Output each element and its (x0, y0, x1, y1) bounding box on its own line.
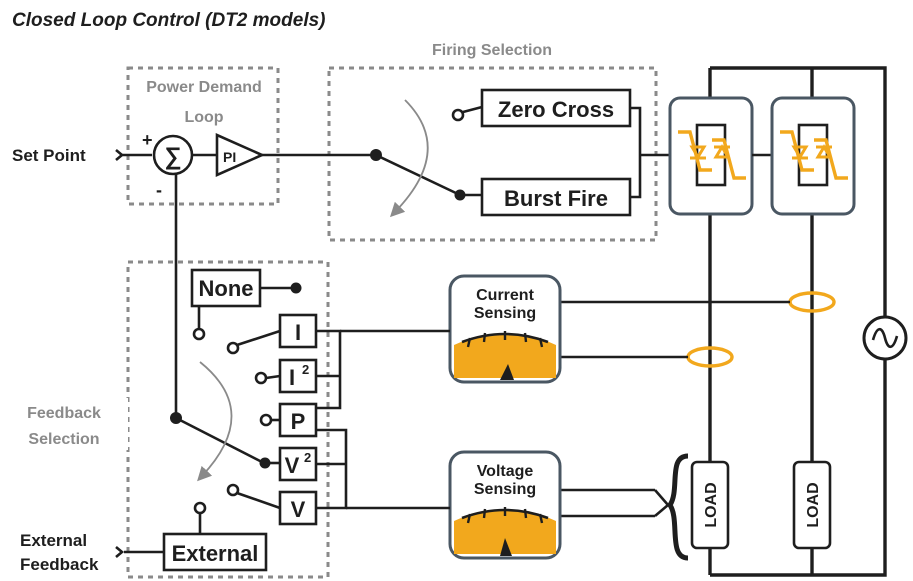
external-feedback-label-2: Feedback (20, 555, 99, 574)
external-box (162, 532, 268, 572)
thyristor-module-1 (668, 96, 754, 216)
load-brace (666, 453, 689, 561)
thyristor-icon (780, 130, 848, 180)
current-sensing-label: Current (476, 287, 534, 304)
feedback-selection-arrow-icon (197, 361, 233, 482)
feedback-switch-arm (175, 416, 263, 464)
top-power-rail (710, 66, 887, 318)
voltage-option-label: V (291, 497, 306, 522)
power-demand-loop-label: Power Demand (146, 79, 262, 96)
plus-sign: + (142, 130, 153, 150)
pi-label: PI (223, 149, 236, 165)
external-label: External (172, 541, 259, 566)
i2-contact (254, 371, 268, 385)
bottom-power-rail (710, 358, 887, 577)
voltage-sensing-label: Voltage (477, 463, 534, 480)
zero-cross-box (480, 88, 632, 128)
none-contact (192, 327, 206, 341)
voltage-squared-superscript: 2 (304, 450, 311, 465)
current-squared-option-label: I (289, 365, 295, 390)
load-1-label: LOAD (703, 482, 720, 527)
diagram-title: Closed Loop Control (DT2 models) (12, 10, 326, 31)
external-feedback-connector-icon (115, 546, 125, 558)
voltage-squared-option-label: V (285, 453, 300, 478)
external-feedback-label: External (20, 531, 87, 550)
current-sensing-meter: Current Sensing (448, 274, 562, 384)
current-squared-option-box (278, 358, 318, 394)
firing-selection-arrow-icon (389, 99, 429, 218)
voltage-sensing-label-2: Sensing (474, 481, 536, 498)
load-2-label: LOAD (805, 482, 822, 527)
current-option-label: I (295, 320, 301, 345)
voltage-sensing-meter: Voltage Sensing (448, 450, 562, 560)
sigma-symbol: ∑ (164, 143, 181, 170)
v-contact (226, 483, 240, 497)
load-2 (792, 460, 832, 550)
meter-icon (454, 331, 556, 380)
meter-icon (454, 507, 556, 556)
none-label: None (199, 276, 254, 301)
thyristor-icon (678, 130, 746, 180)
burst-fire-label: Burst Fire (504, 186, 608, 211)
burst-fire-box (480, 177, 632, 217)
firing-switch-arm (375, 153, 459, 196)
zero-cross-label: Zero Cross (498, 97, 614, 122)
power-option-label: P (291, 409, 306, 434)
current-sensing-label-2: Sensing (474, 305, 536, 322)
set-point-label: Set Point (12, 146, 86, 165)
set-point-connector-icon (115, 149, 125, 161)
load-1 (690, 460, 730, 550)
power-demand-loop-label-2: Loop (184, 109, 223, 126)
feedback-selection-label-2: Selection (28, 431, 99, 448)
thyristor-module-2 (770, 96, 856, 216)
minus-sign: - (156, 180, 162, 200)
p-contact (259, 413, 273, 427)
zero-cross-contact (451, 108, 465, 122)
ac-source-icon (862, 315, 908, 361)
power-demand-loop-box (126, 66, 280, 206)
i-contact (226, 341, 240, 355)
pi-controller (215, 132, 266, 178)
external-contact (193, 501, 207, 515)
current-squared-superscript: 2 (302, 362, 309, 377)
firing-selection-label: Firing Selection (432, 42, 552, 59)
feedback-selection-label: Feedback (27, 405, 101, 422)
